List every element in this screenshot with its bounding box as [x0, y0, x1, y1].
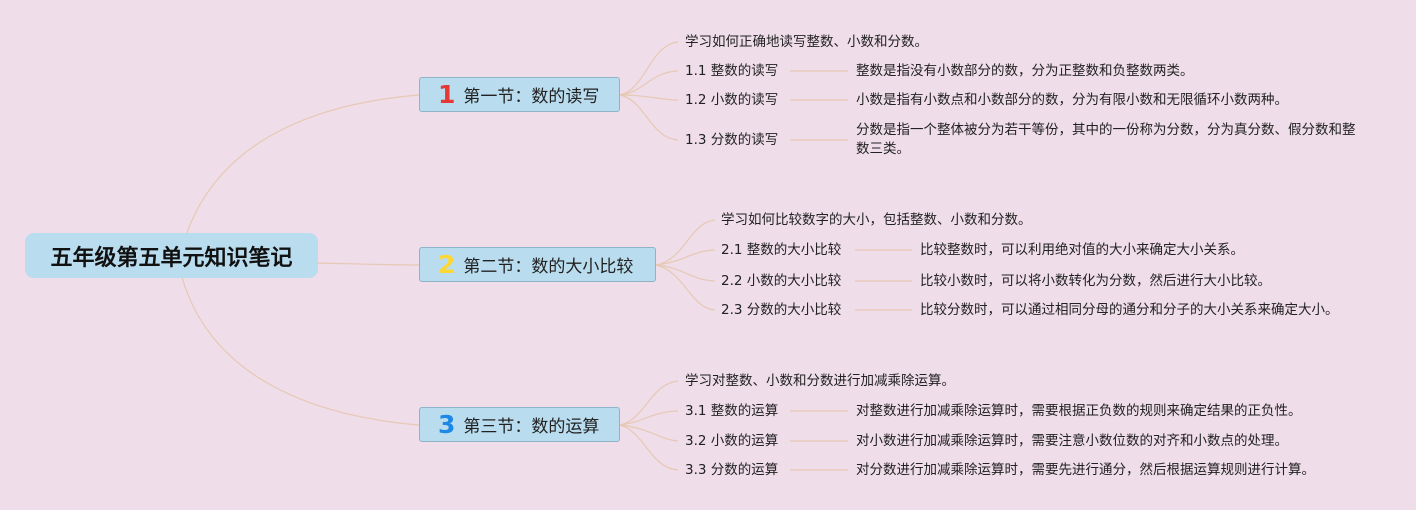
link-s3-item1 — [619, 410, 679, 426]
item-3-2-label[interactable]: 3.2 小数的运算 — [685, 433, 779, 449]
item-3-1-desc[interactable]: 对整数进行加减乘除运算时，需要根据正负数的规则来确定结果的正负性。 — [856, 403, 1302, 419]
item-1-1-desc[interactable]: 整数是指没有小数部分的数，分为正整数和负整数两类。 — [856, 63, 1194, 79]
item-1-3-label[interactable]: 1.3 分数的读写 — [685, 132, 779, 148]
item-1-3-desc[interactable]: 分数是指一个整体被分为若干等份，其中的一份称为分数，分为真分数、假分数和整数三类… — [856, 122, 1356, 157]
section-1-intro[interactable]: 学习如何正确地读写整数、小数和分数。 — [685, 34, 928, 50]
item-2-2-label[interactable]: 2.2 小数的大小比较 — [721, 273, 842, 289]
item-1-1-label[interactable]: 1.1 整数的读写 — [685, 63, 779, 79]
item-1-2-label[interactable]: 1.2 小数的读写 — [685, 92, 779, 108]
link-root-section-3 — [179, 269, 420, 426]
item-3-1-label[interactable]: 3.1 整数的运算 — [685, 403, 779, 419]
link-s3-intro — [619, 380, 679, 426]
link-s2-item2 — [655, 264, 716, 282]
link-s2-intro — [655, 219, 716, 266]
item-3-3-desc[interactable]: 对分数进行加减乘除运算时，需要先进行通分，然后根据运算规则进行计算。 — [856, 462, 1315, 478]
item-2-3-label[interactable]: 2.3 分数的大小比较 — [721, 302, 842, 318]
section-3-node[interactable]: 3 第三节：数的运算 — [419, 407, 620, 442]
item-2-1-desc[interactable]: 比较整数时，可以利用绝对值的大小来确定大小关系。 — [920, 242, 1244, 258]
number-2-icon: 2 — [438, 250, 456, 279]
section-3-intro[interactable]: 学习对整数、小数和分数进行加减乘除运算。 — [685, 373, 955, 389]
link-s2-item1 — [655, 249, 716, 266]
link-s2-item3 — [655, 264, 716, 311]
section-2-node[interactable]: 2 第二节：数的大小比较 — [419, 247, 656, 282]
section-1-label: 第一节：数的读写 — [463, 87, 600, 107]
item-2-3-desc[interactable]: 比较分数时，可以通过相同分母的通分和分子的大小关系来确定大小。 — [920, 302, 1339, 318]
item-3-3-label[interactable]: 3.3 分数的运算 — [685, 462, 779, 478]
link-s1-item2 — [619, 94, 679, 101]
section-2-label: 第二节：数的大小比较 — [463, 257, 634, 277]
root-node[interactable]: 五年级第五单元知识笔记 — [25, 233, 318, 278]
section-2-intro[interactable]: 学习如何比较数字的大小，包括整数、小数和分数。 — [721, 212, 1032, 228]
link-root-section-1 — [179, 94, 420, 257]
section-3-label: 第三节：数的运算 — [463, 417, 600, 437]
item-2-1-label[interactable]: 2.1 整数的大小比较 — [721, 242, 842, 258]
item-1-2-desc[interactable]: 小数是指有小数点和小数部分的数，分为有限小数和无限循环小数两种。 — [856, 92, 1288, 108]
item-3-2-desc[interactable]: 对小数进行加减乘除运算时，需要注意小数位数的对齐和小数点的处理。 — [856, 433, 1288, 449]
root-title: 五年级第五单元知识笔记 — [50, 245, 293, 271]
link-s1-item3 — [619, 94, 679, 141]
link-root-section-2 — [317, 262, 420, 266]
link-s3-item2 — [619, 424, 679, 442]
number-3-icon: 3 — [438, 410, 456, 439]
item-2-2-desc[interactable]: 比较小数时，可以将小数转化为分数，然后进行大小比较。 — [920, 273, 1271, 289]
link-s1-item1 — [619, 70, 679, 96]
number-1-icon: 1 — [438, 80, 456, 109]
link-s3-item3 — [619, 424, 679, 471]
link-s1-intro — [619, 41, 679, 96]
section-1-node[interactable]: 1 第一节：数的读写 — [419, 77, 620, 112]
